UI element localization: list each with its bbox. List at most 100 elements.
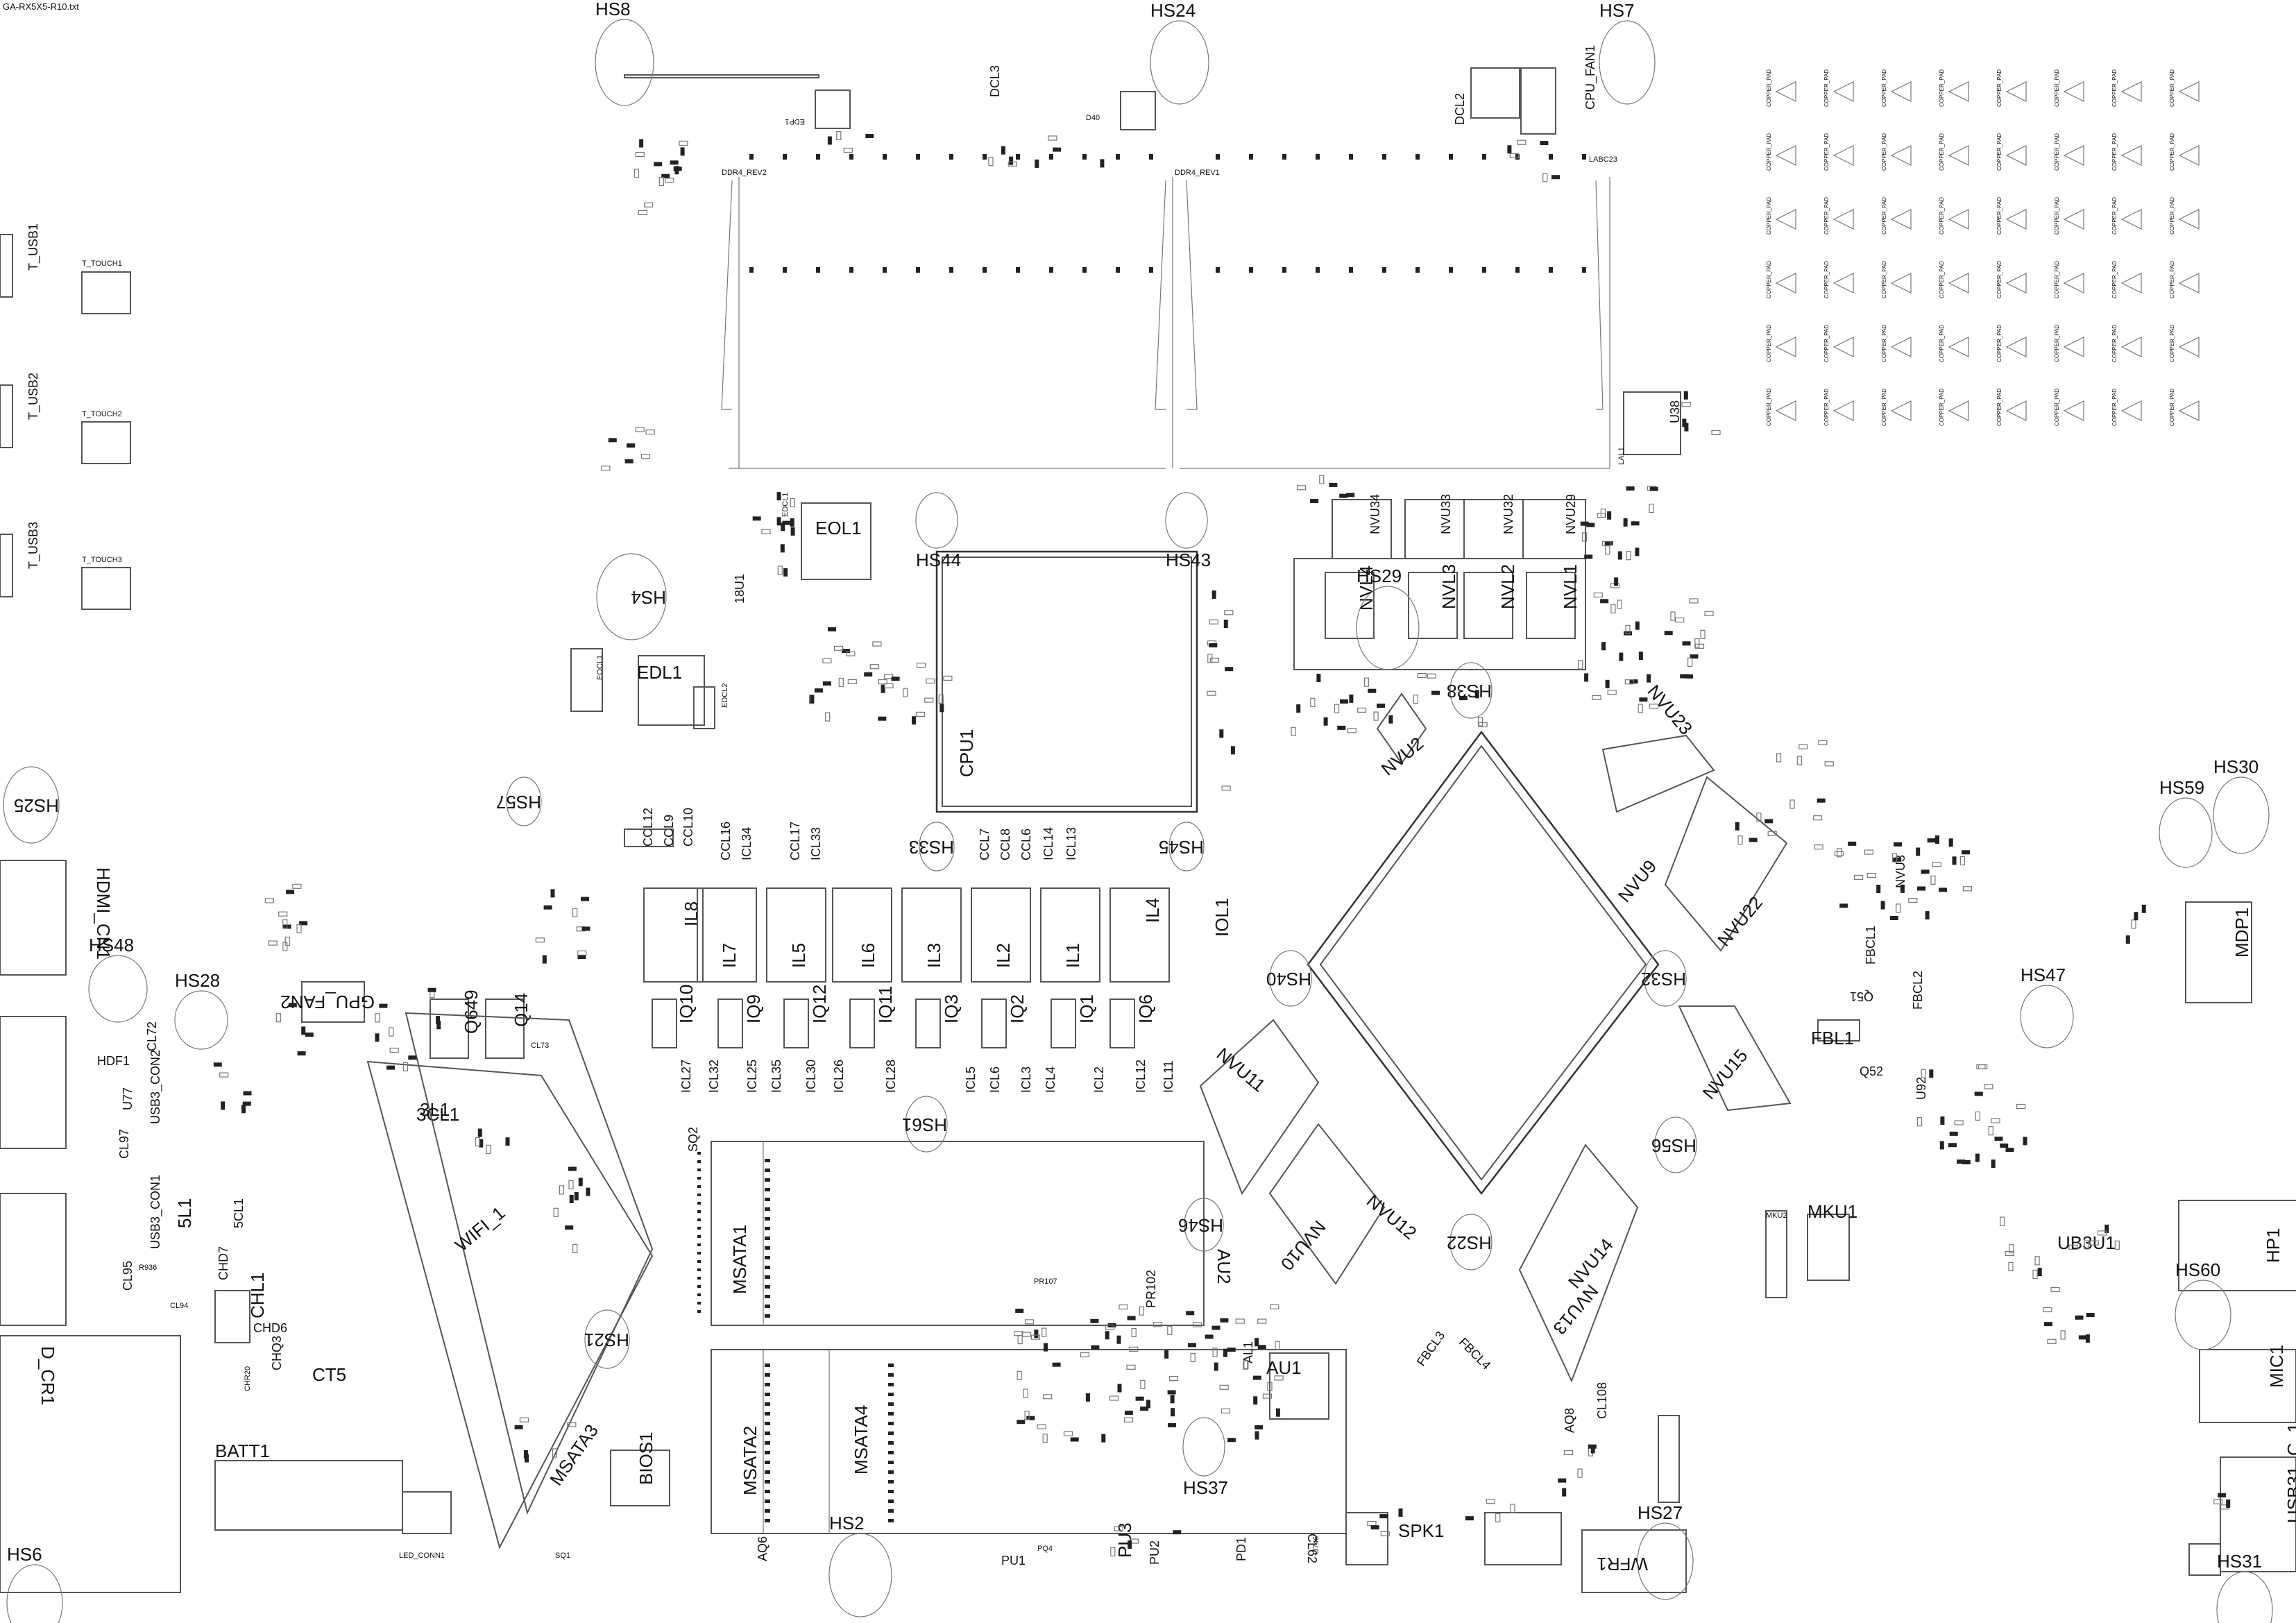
smd-part [1647, 674, 1651, 683]
hs4-hole [596, 553, 667, 640]
ddr-pad [1582, 154, 1586, 160]
smd-part [1346, 493, 1355, 498]
il4-inductor [1109, 887, 1170, 983]
smd-part [838, 677, 844, 688]
smd-part [915, 711, 926, 717]
ddr-pad [1082, 267, 1087, 273]
copper-pad-marker [1948, 273, 1969, 294]
copper-pad-label: COPPER_PAD [1823, 197, 1830, 235]
smd-part [1837, 848, 1842, 858]
smd-part [1700, 629, 1706, 640]
3l1-label: 3L1 [420, 1099, 450, 1120]
smd-part [1291, 726, 1296, 736]
usb3-con2-connector [0, 1016, 67, 1149]
smd-part [1619, 652, 1624, 661]
smd-part [1798, 744, 1808, 749]
ddr-pad [849, 267, 853, 273]
msata4-pin [888, 1383, 894, 1386]
hs61-label: HS61 [902, 1114, 947, 1135]
mic1-label: MIC1 [2266, 1345, 2287, 1388]
mdp1-connector [2185, 901, 2252, 1003]
smd-part [1219, 729, 1224, 738]
q649-chip [430, 999, 469, 1059]
smd-part [1116, 1335, 1121, 1344]
hs37-label: HS37 [1183, 1477, 1228, 1498]
smd-part [1379, 1514, 1388, 1519]
smd-part [1368, 688, 1377, 693]
smd-part [1413, 695, 1419, 704]
copper-pad-label: COPPER_PAD [1766, 133, 1772, 171]
copper-pad-label: COPPER_PAD [1939, 325, 1945, 362]
ddr-pad [949, 267, 953, 273]
hdf1-label: HDF1 [97, 1054, 130, 1068]
smd-part [912, 716, 916, 725]
batt1-label: BATT1 [215, 1441, 270, 1461]
t-usb2-label: T_USB2 [26, 373, 41, 420]
ddr-pad [1482, 154, 1486, 160]
smd-part [292, 883, 302, 889]
hs59-label: HS59 [2159, 777, 2204, 798]
msata1-edge-pin [697, 1268, 701, 1271]
smd-part [777, 566, 783, 575]
smd-part [1042, 1394, 1053, 1400]
smd-part [1339, 493, 1348, 498]
smd-part [1255, 1425, 1264, 1429]
smd-part [1900, 884, 1905, 893]
smd-part [559, 1185, 565, 1195]
smd-part [389, 1047, 399, 1053]
smd-part [1580, 521, 1589, 526]
smd-part [1357, 707, 1367, 713]
smd-part [1255, 1431, 1259, 1440]
smd-part [1017, 1370, 1022, 1381]
smd-part [1617, 551, 1622, 560]
copper-pad-marker [1948, 145, 1969, 166]
hs46-label: HS46 [1178, 1215, 1223, 1236]
smd-part [781, 522, 785, 532]
iol1-label: IOL1 [1211, 898, 1232, 937]
smd-part [1978, 1064, 1988, 1069]
smd-part [2000, 1144, 2009, 1148]
copper-pad-label: COPPER_PAD [2111, 197, 2118, 235]
smd-part [1635, 547, 1640, 556]
hs44-hole [915, 492, 958, 549]
smd-part [1486, 1499, 1495, 1504]
smd-part [578, 1178, 583, 1187]
hdmi-cn1-connector [0, 860, 67, 976]
hs30-hole [2213, 776, 2270, 854]
nvl4-label: NVL4 [1356, 566, 1377, 611]
smd-part [2047, 1339, 2057, 1344]
smd-part [1316, 674, 1321, 682]
copper-pad-marker [2178, 400, 2200, 421]
5l1-label: 5L1 [174, 1198, 195, 1228]
smd-part [1091, 1345, 1100, 1350]
il2-inductor [971, 887, 1031, 983]
hs32-label: HS32 [1641, 969, 1686, 989]
smd-part [2075, 1315, 2084, 1320]
smd-part [842, 649, 850, 654]
smd-part [1164, 1350, 1169, 1359]
smd-part [1001, 146, 1005, 155]
copper-pad-label: COPPER_PAD [1823, 389, 1830, 426]
msata4-pin [888, 1470, 894, 1474]
smd-part [1024, 1411, 1030, 1420]
icl5-label: ICL5 [964, 1067, 978, 1093]
smd-part [1209, 657, 1220, 663]
smd-part [1957, 1159, 1965, 1164]
smd-part [1593, 592, 1603, 598]
copper-pad-marker [2178, 81, 2200, 102]
smd-part [1170, 1395, 1175, 1404]
copper-pad-marker [1890, 81, 1912, 102]
icl14-label: ICL14 [1041, 827, 1055, 860]
smd-part [1267, 1382, 1273, 1391]
msata2-pin [765, 1441, 770, 1445]
edp1-label: EDP1 [785, 117, 805, 126]
hs27-label: HS27 [1638, 1502, 1683, 1523]
copper-pad-marker [1890, 145, 1912, 166]
copper-pad-marker [2063, 145, 2084, 166]
smd-part [1225, 667, 1234, 672]
hs28-hole [174, 990, 228, 1050]
copper-pad-marker [2005, 209, 2027, 230]
smd-part [814, 688, 823, 693]
smd-part [924, 697, 934, 703]
copper-pad-label: COPPER_PAD [2111, 69, 2118, 107]
